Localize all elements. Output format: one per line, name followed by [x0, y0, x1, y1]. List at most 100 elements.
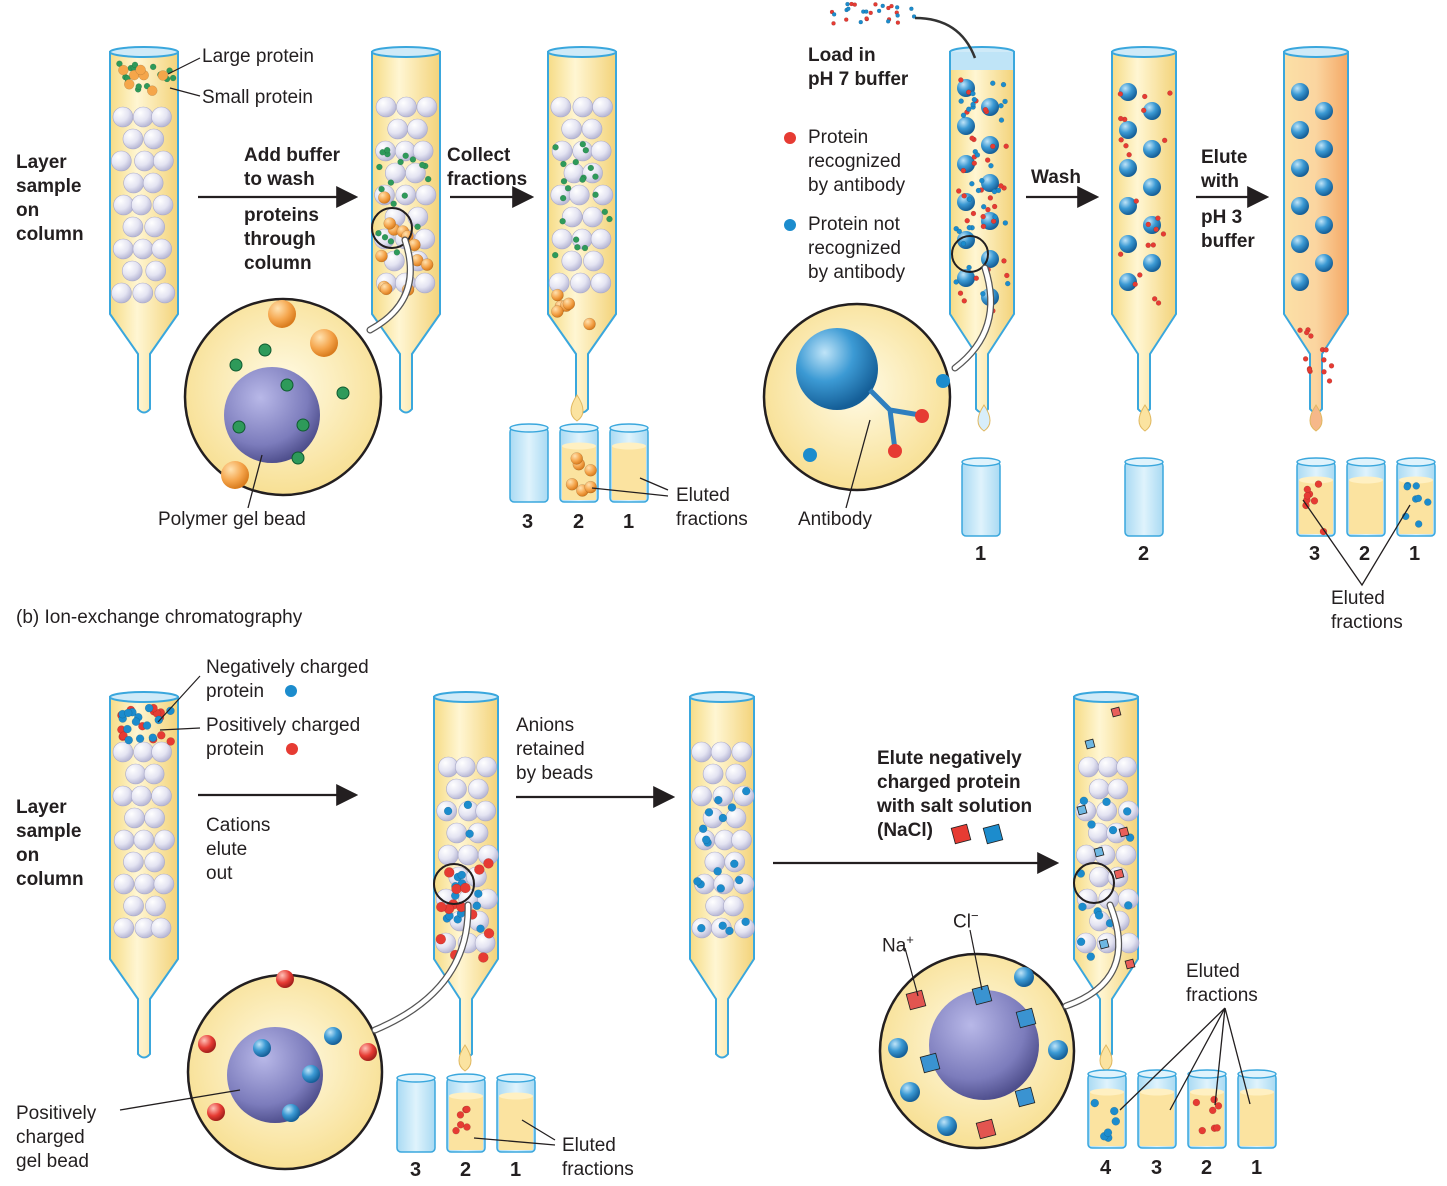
gel-bead	[123, 895, 144, 917]
tube-number: 2	[1201, 1157, 1213, 1179]
tube-number: 4	[1100, 1157, 1112, 1179]
negative-protein	[718, 813, 728, 823]
negative-protein	[253, 1039, 271, 1057]
gel-bead	[561, 118, 582, 140]
antibody-bead	[1143, 140, 1161, 158]
small-protein	[376, 163, 383, 171]
large-protein	[135, 64, 146, 76]
unrecognized-protein	[858, 19, 864, 25]
gel-bead	[407, 118, 428, 140]
recognized-protein	[1155, 215, 1161, 221]
antibody-bead	[981, 98, 999, 116]
large-protein	[584, 480, 597, 494]
collection-tube	[396, 1073, 436, 1153]
unrecognized-protein	[998, 117, 1005, 123]
recognized-protein	[984, 157, 991, 163]
negative-protein	[1108, 825, 1118, 835]
negative-protein	[718, 921, 727, 930]
load-arrow	[914, 16, 977, 59]
unrecognized-protein	[960, 240, 967, 247]
gel-bead	[590, 272, 612, 294]
sodium-ion	[1110, 706, 1122, 718]
recognized-protein	[886, 5, 891, 11]
positive-protein	[119, 731, 128, 741]
gel-bead	[437, 844, 459, 866]
small-protein	[419, 161, 426, 169]
gel-bead	[144, 216, 165, 238]
gel-bead	[384, 162, 406, 184]
gel-bead	[133, 741, 154, 763]
sodium-ion	[905, 989, 927, 1011]
gel-bead	[125, 763, 146, 785]
negative-protein	[1090, 1098, 1099, 1108]
recognized-protein	[957, 290, 964, 296]
gel-bead	[131, 194, 152, 216]
gel-bead	[145, 260, 167, 282]
large-protein	[310, 329, 338, 357]
small-protein	[559, 194, 567, 202]
negative-protein	[463, 800, 473, 810]
negative-protein	[1079, 796, 1089, 806]
recognized-protein	[1155, 300, 1162, 306]
recognized-protein	[1003, 143, 1009, 150]
unrecognized-protein	[966, 224, 973, 231]
negative-protein	[1048, 1040, 1068, 1060]
recognized-protein	[985, 206, 991, 213]
unrecognized-protein	[966, 264, 972, 271]
positive-protein	[166, 737, 175, 746]
gel-bead	[583, 250, 604, 272]
antibody-bead	[1291, 235, 1309, 253]
antibody-bead	[1315, 216, 1333, 234]
antibody-bead	[1291, 273, 1309, 291]
gel-bead	[412, 140, 434, 162]
negative-protein	[472, 901, 482, 911]
small-protein	[409, 156, 417, 163]
small-protein	[378, 185, 385, 193]
gel-bead	[572, 96, 594, 118]
recognized-protein	[1141, 93, 1148, 100]
gel-bead	[112, 741, 134, 763]
sodium-ion	[975, 1118, 997, 1140]
recognized-protein	[895, 20, 901, 25]
small-protein	[387, 179, 395, 186]
gel-bead	[415, 184, 437, 206]
collection-tube	[1296, 457, 1336, 537]
gel-bead	[132, 106, 154, 128]
antibody-bead	[1291, 197, 1309, 215]
antibody-bead	[957, 155, 975, 173]
gel-bead	[143, 763, 165, 785]
chloride-ion	[1084, 738, 1096, 750]
recognized-protein	[889, 3, 894, 9]
recognized-protein	[998, 183, 1004, 189]
negative-protein	[937, 1116, 957, 1136]
positive-protein	[452, 1126, 460, 1135]
zoom-arrow	[367, 237, 413, 333]
chloride-ion	[1098, 938, 1110, 950]
leader-line	[845, 419, 871, 509]
pos-gel-bead-label: Positively charged gel bead	[16, 1103, 97, 1172]
chromatography-column	[547, 46, 617, 414]
chromatography-column	[1073, 691, 1140, 1059]
negative-protein	[1014, 967, 1034, 987]
unrecognized-protein	[1002, 220, 1009, 226]
gel-bead	[151, 785, 172, 807]
small-protein	[572, 158, 580, 166]
gel-bead	[590, 228, 612, 250]
recognized-protein	[1306, 367, 1313, 373]
positive-protein	[1198, 1126, 1207, 1135]
recognized-protein	[868, 10, 873, 16]
negative-protein	[900, 1082, 920, 1102]
unrecognized-protein	[1414, 520, 1423, 528]
small-protein	[390, 200, 397, 207]
small-protein	[336, 386, 350, 400]
gel-bead	[1116, 756, 1137, 778]
negative-protein	[123, 724, 132, 734]
salt-legend-cube	[982, 823, 1004, 845]
gel-bead	[112, 785, 134, 807]
negative-protein	[457, 870, 467, 880]
small-protein	[149, 63, 157, 71]
chromatography-column	[109, 691, 179, 1059]
proteins-through-label: proteins through column	[244, 205, 319, 274]
negative-protein	[474, 889, 483, 898]
antibody-bead	[981, 136, 999, 154]
